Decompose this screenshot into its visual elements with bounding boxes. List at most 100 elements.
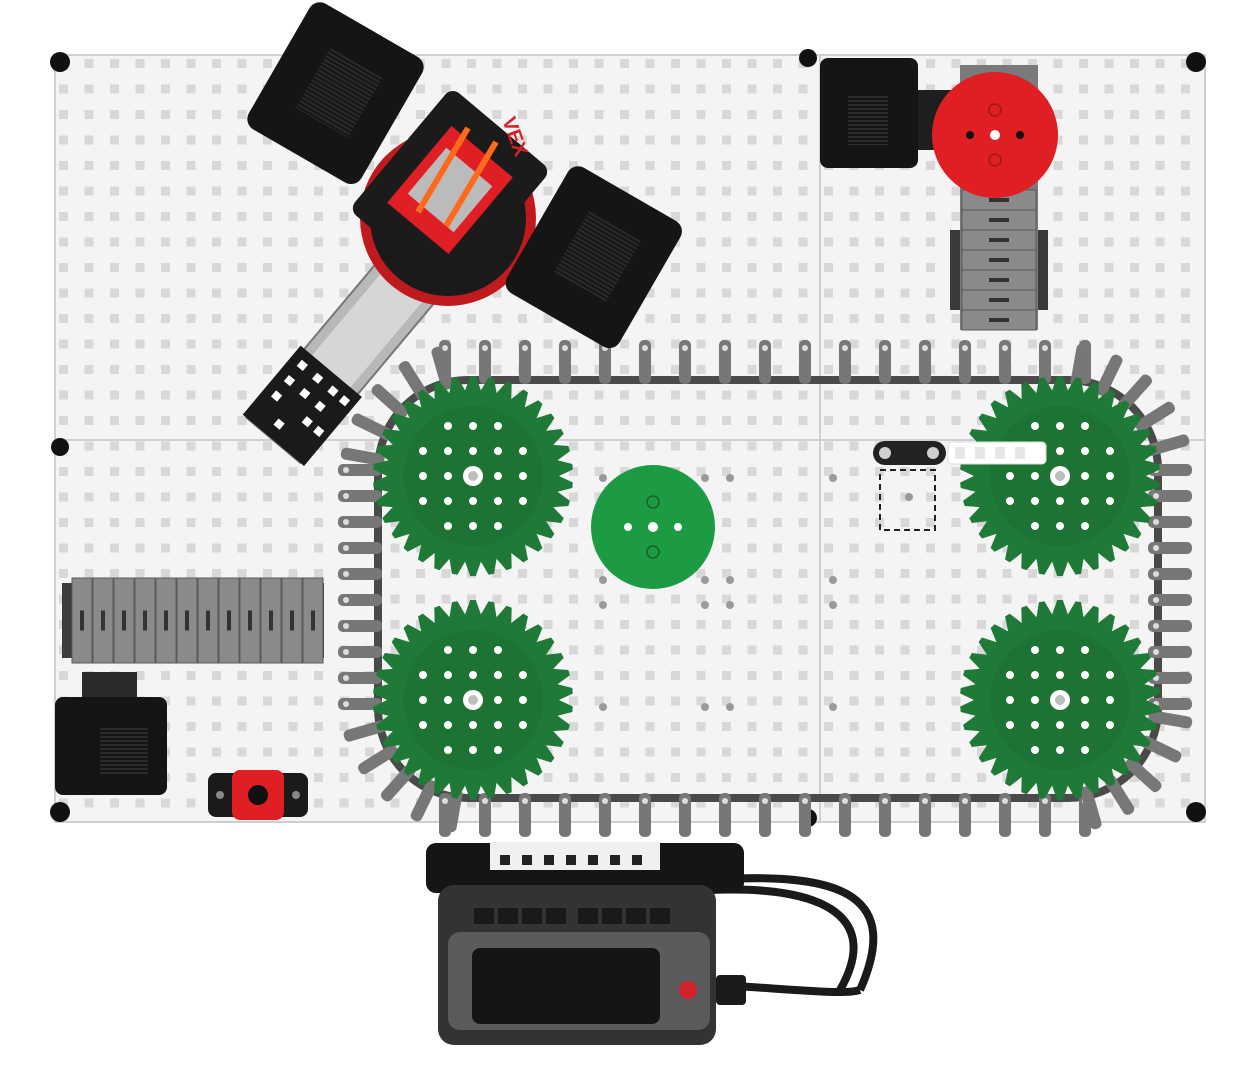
chain-link bbox=[1080, 786, 1102, 830]
chain-link bbox=[759, 793, 771, 837]
chain-link bbox=[679, 793, 691, 837]
tread-segment bbox=[155, 577, 177, 664]
chain-link bbox=[343, 720, 387, 742]
motor-bottom-left bbox=[55, 672, 167, 795]
chain-link bbox=[338, 594, 382, 606]
chain-link bbox=[799, 340, 811, 384]
robot-brain-icon bbox=[426, 842, 878, 1045]
tread-segment bbox=[961, 269, 1037, 291]
chain-link bbox=[999, 793, 1011, 837]
tread-segment bbox=[302, 577, 324, 664]
tread-segment bbox=[113, 577, 135, 664]
tread-segment bbox=[961, 229, 1037, 251]
chain-link bbox=[839, 340, 851, 384]
corner-clip bbox=[1186, 802, 1206, 822]
arm-assembly: VEX bbox=[242, 2, 682, 466]
tread-segment bbox=[260, 577, 282, 664]
chain-link bbox=[639, 793, 651, 837]
gear-icon bbox=[960, 600, 1160, 800]
corner-clip bbox=[50, 802, 70, 822]
chain-link bbox=[1146, 434, 1190, 456]
chain-link bbox=[431, 346, 453, 390]
chain-link bbox=[338, 698, 382, 710]
tread-segment bbox=[961, 209, 1037, 231]
chain-link bbox=[358, 744, 398, 775]
chain-link bbox=[1039, 340, 1051, 384]
chain-link bbox=[1070, 343, 1089, 388]
tread-segment bbox=[961, 309, 1037, 331]
tread-segment bbox=[961, 289, 1037, 311]
gear-icon bbox=[373, 376, 573, 576]
corner-clip bbox=[51, 438, 69, 456]
chain-link bbox=[338, 620, 382, 632]
chain-link bbox=[371, 384, 409, 419]
chain-link bbox=[919, 340, 931, 384]
tread-segment bbox=[197, 577, 219, 664]
chain-link bbox=[338, 542, 382, 554]
chain-link bbox=[1135, 401, 1175, 432]
chain-link bbox=[1124, 757, 1162, 793]
chain-link bbox=[479, 793, 491, 837]
tread-left bbox=[62, 577, 324, 664]
chain-link bbox=[338, 672, 382, 684]
chain-link bbox=[338, 568, 382, 580]
chain-loop bbox=[338, 340, 1193, 837]
tread-segment bbox=[134, 577, 156, 664]
tread-segment bbox=[176, 577, 198, 664]
chain-link bbox=[879, 340, 891, 384]
chain-link bbox=[839, 793, 851, 837]
red-wheel bbox=[932, 72, 1058, 198]
corner-clip bbox=[799, 49, 817, 67]
corner-clip bbox=[1186, 52, 1206, 72]
tread-segment bbox=[92, 577, 114, 664]
green-pulley bbox=[591, 465, 715, 589]
chain-link bbox=[338, 464, 382, 476]
chain-link bbox=[519, 793, 531, 837]
corner-clip bbox=[50, 52, 70, 72]
chain-link bbox=[959, 340, 971, 384]
chain-link bbox=[1148, 594, 1192, 606]
chain-link bbox=[959, 793, 971, 837]
chain-link bbox=[338, 490, 382, 502]
chain-link bbox=[759, 340, 771, 384]
chain-link bbox=[559, 793, 571, 837]
chain-link bbox=[519, 340, 531, 384]
chain-link bbox=[639, 340, 651, 384]
chain-link bbox=[679, 340, 691, 384]
chain-link bbox=[719, 340, 731, 384]
chain-link bbox=[1148, 710, 1193, 729]
gear-icon bbox=[373, 600, 573, 800]
tread-segment bbox=[218, 577, 240, 664]
chain-link bbox=[1148, 646, 1192, 658]
bumper-switch-icon bbox=[208, 770, 308, 820]
tread-segment bbox=[961, 249, 1037, 271]
chain-link bbox=[799, 793, 811, 837]
chain-link bbox=[340, 447, 385, 466]
tread-segment bbox=[239, 577, 261, 664]
chain-link bbox=[479, 340, 491, 384]
chain-link bbox=[1148, 490, 1192, 502]
chain-link bbox=[919, 793, 931, 837]
chain-link bbox=[599, 793, 611, 837]
chain-link bbox=[1148, 542, 1192, 554]
chain-link bbox=[338, 516, 382, 528]
chain-link bbox=[1095, 354, 1123, 397]
standoffs bbox=[599, 474, 837, 711]
tread-segment bbox=[71, 577, 93, 664]
tread-segment bbox=[281, 577, 303, 664]
chain-link bbox=[338, 646, 382, 658]
chain-link bbox=[1148, 620, 1192, 632]
chain-link bbox=[719, 793, 731, 837]
chain-link bbox=[1148, 516, 1192, 528]
chain-link bbox=[999, 340, 1011, 384]
chain-link bbox=[1039, 793, 1051, 837]
chain-link bbox=[1148, 568, 1192, 580]
gear-icon bbox=[960, 376, 1160, 576]
chain-link bbox=[879, 793, 891, 837]
chain-link bbox=[559, 340, 571, 384]
sprockets bbox=[373, 376, 1160, 800]
chain-link bbox=[410, 779, 438, 822]
link-arm bbox=[873, 441, 1047, 531]
chain-link bbox=[444, 788, 463, 833]
